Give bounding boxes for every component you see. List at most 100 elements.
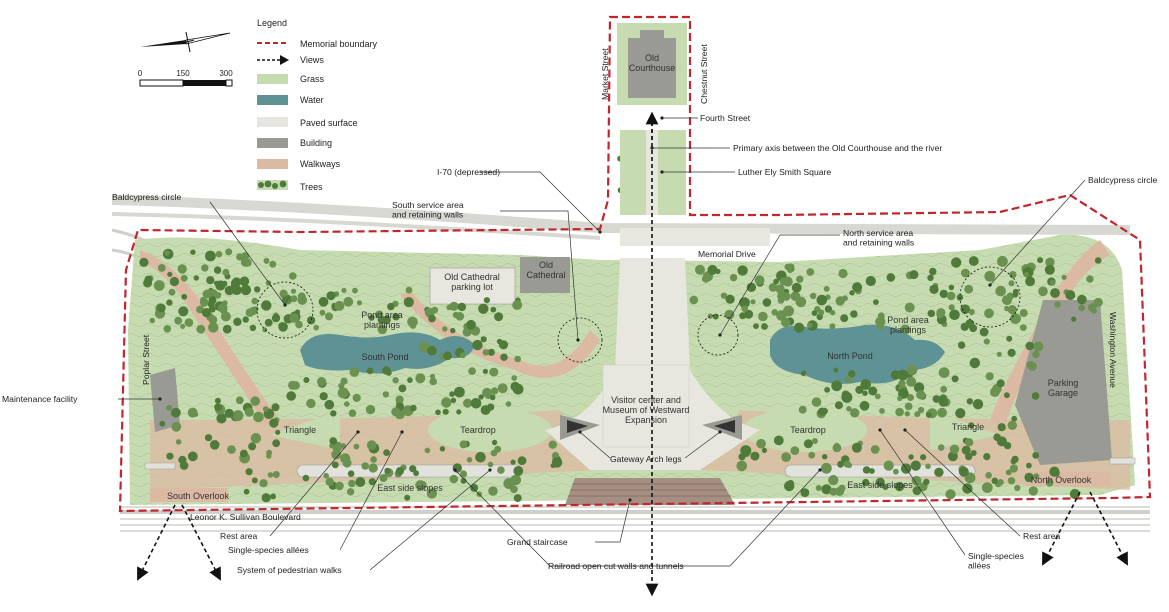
- label-south-pond: South Pond: [361, 352, 408, 362]
- tree: [741, 305, 748, 313]
- tree: [248, 442, 257, 451]
- tree: [294, 309, 301, 315]
- tree: [985, 372, 994, 381]
- tree: [410, 404, 417, 412]
- tree: [454, 386, 465, 398]
- tree: [512, 300, 523, 310]
- tree: [1009, 464, 1019, 473]
- tree: [894, 481, 905, 492]
- tree: [513, 494, 522, 503]
- tree: [278, 322, 288, 332]
- tree: [823, 286, 830, 292]
- grand-staircase: [565, 478, 735, 505]
- east-slope-north-band: [784, 464, 976, 478]
- tree: [912, 486, 922, 496]
- tree: [392, 313, 400, 321]
- tree: [494, 312, 504, 322]
- tree: [914, 411, 921, 418]
- north-pond: [770, 324, 945, 384]
- tree: [795, 296, 807, 308]
- tree: [951, 257, 962, 268]
- tree: [224, 408, 234, 418]
- tree: [435, 409, 441, 416]
- tree: [895, 407, 904, 417]
- tree: [462, 327, 472, 337]
- tree: [817, 407, 827, 416]
- tree: [875, 316, 886, 327]
- tree: [483, 297, 490, 304]
- tree: [1004, 305, 1010, 312]
- label-triangle-north: Triangle: [952, 422, 984, 432]
- tree: [695, 264, 705, 275]
- tree: [174, 316, 183, 325]
- tree: [845, 376, 852, 384]
- tree: [996, 436, 1007, 447]
- tree: [383, 449, 390, 456]
- tree: [261, 300, 272, 311]
- tree: [392, 377, 399, 384]
- tree: [1087, 303, 1097, 312]
- tree: [750, 451, 760, 461]
- tree: [180, 274, 188, 282]
- tree: [815, 485, 822, 491]
- tree: [965, 438, 974, 447]
- tree: [800, 370, 807, 377]
- callout-railroad: Railroad open cut walls and tunnels: [548, 561, 684, 571]
- tree: [470, 483, 479, 492]
- tree: [331, 449, 342, 460]
- tree: [250, 433, 262, 444]
- tree: [868, 386, 878, 396]
- tree: [290, 295, 298, 303]
- tree: [457, 302, 467, 312]
- tree: [808, 451, 816, 459]
- label-east-slopes-north: East side slopes: [847, 480, 913, 490]
- tree: [240, 257, 250, 267]
- label-teardrop-south: Teardrop: [460, 425, 496, 435]
- tree: [781, 452, 791, 462]
- tree: [428, 314, 436, 323]
- tree: [205, 250, 216, 262]
- tree: [936, 310, 945, 319]
- legend-swatch-walkways: [257, 159, 288, 169]
- tree: [245, 468, 253, 476]
- tree: [810, 292, 817, 300]
- tree: [253, 411, 264, 423]
- tree: [391, 407, 401, 417]
- tree: [791, 282, 802, 293]
- tree: [214, 397, 221, 404]
- tree: [370, 456, 377, 463]
- tree: [215, 292, 221, 299]
- tree: [784, 480, 795, 492]
- tree: [242, 316, 249, 323]
- tree: [149, 317, 155, 324]
- tree: [729, 273, 738, 282]
- tree: [480, 336, 487, 343]
- tree: [249, 324, 257, 332]
- tree: [787, 267, 793, 274]
- tree: [991, 477, 999, 485]
- tree: [707, 264, 718, 275]
- tree: [849, 290, 855, 296]
- tree: [342, 458, 352, 468]
- tree: [972, 399, 984, 410]
- tree: [139, 257, 149, 267]
- tree: [897, 369, 909, 381]
- tree: [317, 377, 327, 387]
- tree: [415, 373, 426, 384]
- scale-tick-150: 150: [176, 69, 190, 78]
- tree: [796, 275, 804, 283]
- tree: [334, 300, 345, 311]
- tree: [384, 467, 391, 474]
- tree: [754, 275, 765, 285]
- tree: [1006, 335, 1013, 342]
- tree: [821, 462, 832, 474]
- tree: [906, 376, 917, 387]
- triangle-south-lawn: [270, 410, 340, 450]
- tree: [338, 382, 345, 389]
- tree: [738, 453, 746, 461]
- tree: [1026, 462, 1032, 469]
- south-service-area: [557, 317, 603, 363]
